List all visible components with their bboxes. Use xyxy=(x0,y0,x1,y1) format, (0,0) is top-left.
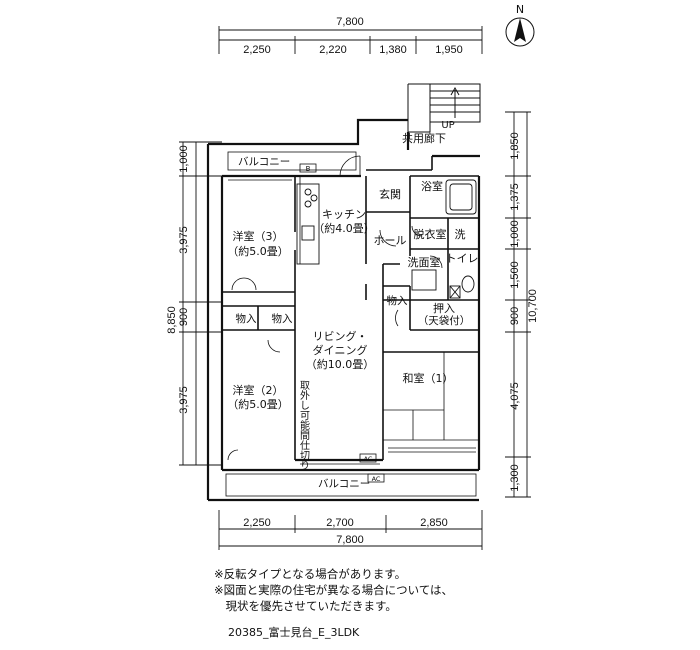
balcony-top-b-label: B xyxy=(306,165,311,173)
corridor-label: 共用廊下 xyxy=(402,131,446,145)
stairs-up-label: UP xyxy=(441,120,454,131)
kitchen-label: キッチン xyxy=(322,208,366,221)
right-dim-seg: 900 xyxy=(509,307,521,325)
western3-size: （約5.0畳） xyxy=(227,244,289,258)
left-dim-seg: 900 xyxy=(178,308,190,326)
dressing-label: 脱衣室 xyxy=(414,227,447,241)
right-dim-seg: 4,075 xyxy=(509,382,521,410)
oshiire-label: 押入 xyxy=(433,301,455,315)
left-dim-seg: 3,975 xyxy=(178,226,190,254)
western2-size: （約5.0畳） xyxy=(227,397,289,411)
storage-label-2: 物入 xyxy=(272,312,293,325)
washroom-label: 洗面室 xyxy=(408,255,441,269)
storage-label-3: 物入 xyxy=(387,294,408,307)
living-size: （約10.0畳） xyxy=(306,357,375,371)
hall-label: ホール xyxy=(374,234,407,247)
walls xyxy=(206,118,481,502)
bottom-dim-total: 7,800 xyxy=(336,534,364,546)
kitchen-size: （約4.0畳） xyxy=(313,221,375,235)
bottom-dimensions xyxy=(218,510,483,550)
ac-units xyxy=(359,453,385,483)
right-dim-seg: 1,850 xyxy=(509,132,521,160)
windows xyxy=(228,176,476,465)
wash-basin xyxy=(411,269,437,291)
left-dim-total: 8,850 xyxy=(166,306,178,334)
western2-label: 洋室（2） xyxy=(233,383,284,397)
bath-label: 浴室 xyxy=(421,179,443,193)
right-dim-seg: 1,500 xyxy=(509,261,521,289)
top-dimensions xyxy=(218,26,483,54)
left-dim-seg: 1,000 xyxy=(178,145,190,173)
svg-text:N: N xyxy=(516,3,524,16)
note-line: ※図面と実際の住宅が異なる場合については、 xyxy=(214,583,454,597)
left-dimensions xyxy=(179,141,222,466)
ac-label-1: AC xyxy=(364,455,373,463)
bottom-dim-seg: 2,700 xyxy=(326,517,354,529)
japanese-room-label: 和室（1） xyxy=(403,371,454,385)
toilet-label: トイレ xyxy=(446,252,479,265)
note-line: 現状を優先させていただきます。 xyxy=(214,599,397,613)
partition-label: 取外し可能間仕切り xyxy=(298,380,310,470)
right-dim-seg: 1,375 xyxy=(509,183,521,211)
plan-code: 20385_富士見台_E_3LDK xyxy=(228,626,360,639)
right-dim-total: 10,700 xyxy=(527,289,539,323)
tatami xyxy=(383,352,479,441)
bottom-dim-seg: 2,850 xyxy=(420,517,448,529)
western3-label: 洋室（3） xyxy=(233,229,284,243)
oshiire-note: （天袋付） xyxy=(418,314,471,327)
doors xyxy=(227,155,443,461)
wash-machine-label: 洗 xyxy=(455,228,466,241)
entrance-label: 玄関 xyxy=(379,187,401,201)
north-arrow-icon: N xyxy=(505,3,535,47)
right-dim-seg: 1,000 xyxy=(509,220,521,248)
living-label: リビング・ xyxy=(313,329,368,343)
top-dim-seg: 1,380 xyxy=(379,44,407,56)
storage-label-1: 物入 xyxy=(236,312,257,325)
top-dim-seg: 2,220 xyxy=(319,44,347,56)
interior-walls xyxy=(222,156,479,460)
ac-label-2: AC xyxy=(372,475,381,483)
top-dim-seg: 2,250 xyxy=(243,44,271,56)
toilet-fixture xyxy=(449,275,475,299)
living-label-2: ダイニング xyxy=(313,343,368,357)
balcony-top-label: バルコニー xyxy=(238,156,290,168)
right-dim-seg: 1,300 xyxy=(509,464,521,492)
balcony-bottom-label: バルコニー xyxy=(318,478,370,490)
top-dim-total: 7,800 xyxy=(336,16,364,28)
left-dim-seg: 3,975 xyxy=(178,386,190,414)
kitchen-counter xyxy=(296,183,320,265)
bottom-dim-seg: 2,250 xyxy=(243,517,271,529)
note-line: ※反転タイプとなる場合があります。 xyxy=(214,567,407,581)
balcony-lines xyxy=(225,151,477,497)
top-dim-seg: 1,950 xyxy=(435,44,463,56)
right-dimensions xyxy=(505,111,531,498)
bathtub xyxy=(445,179,477,215)
